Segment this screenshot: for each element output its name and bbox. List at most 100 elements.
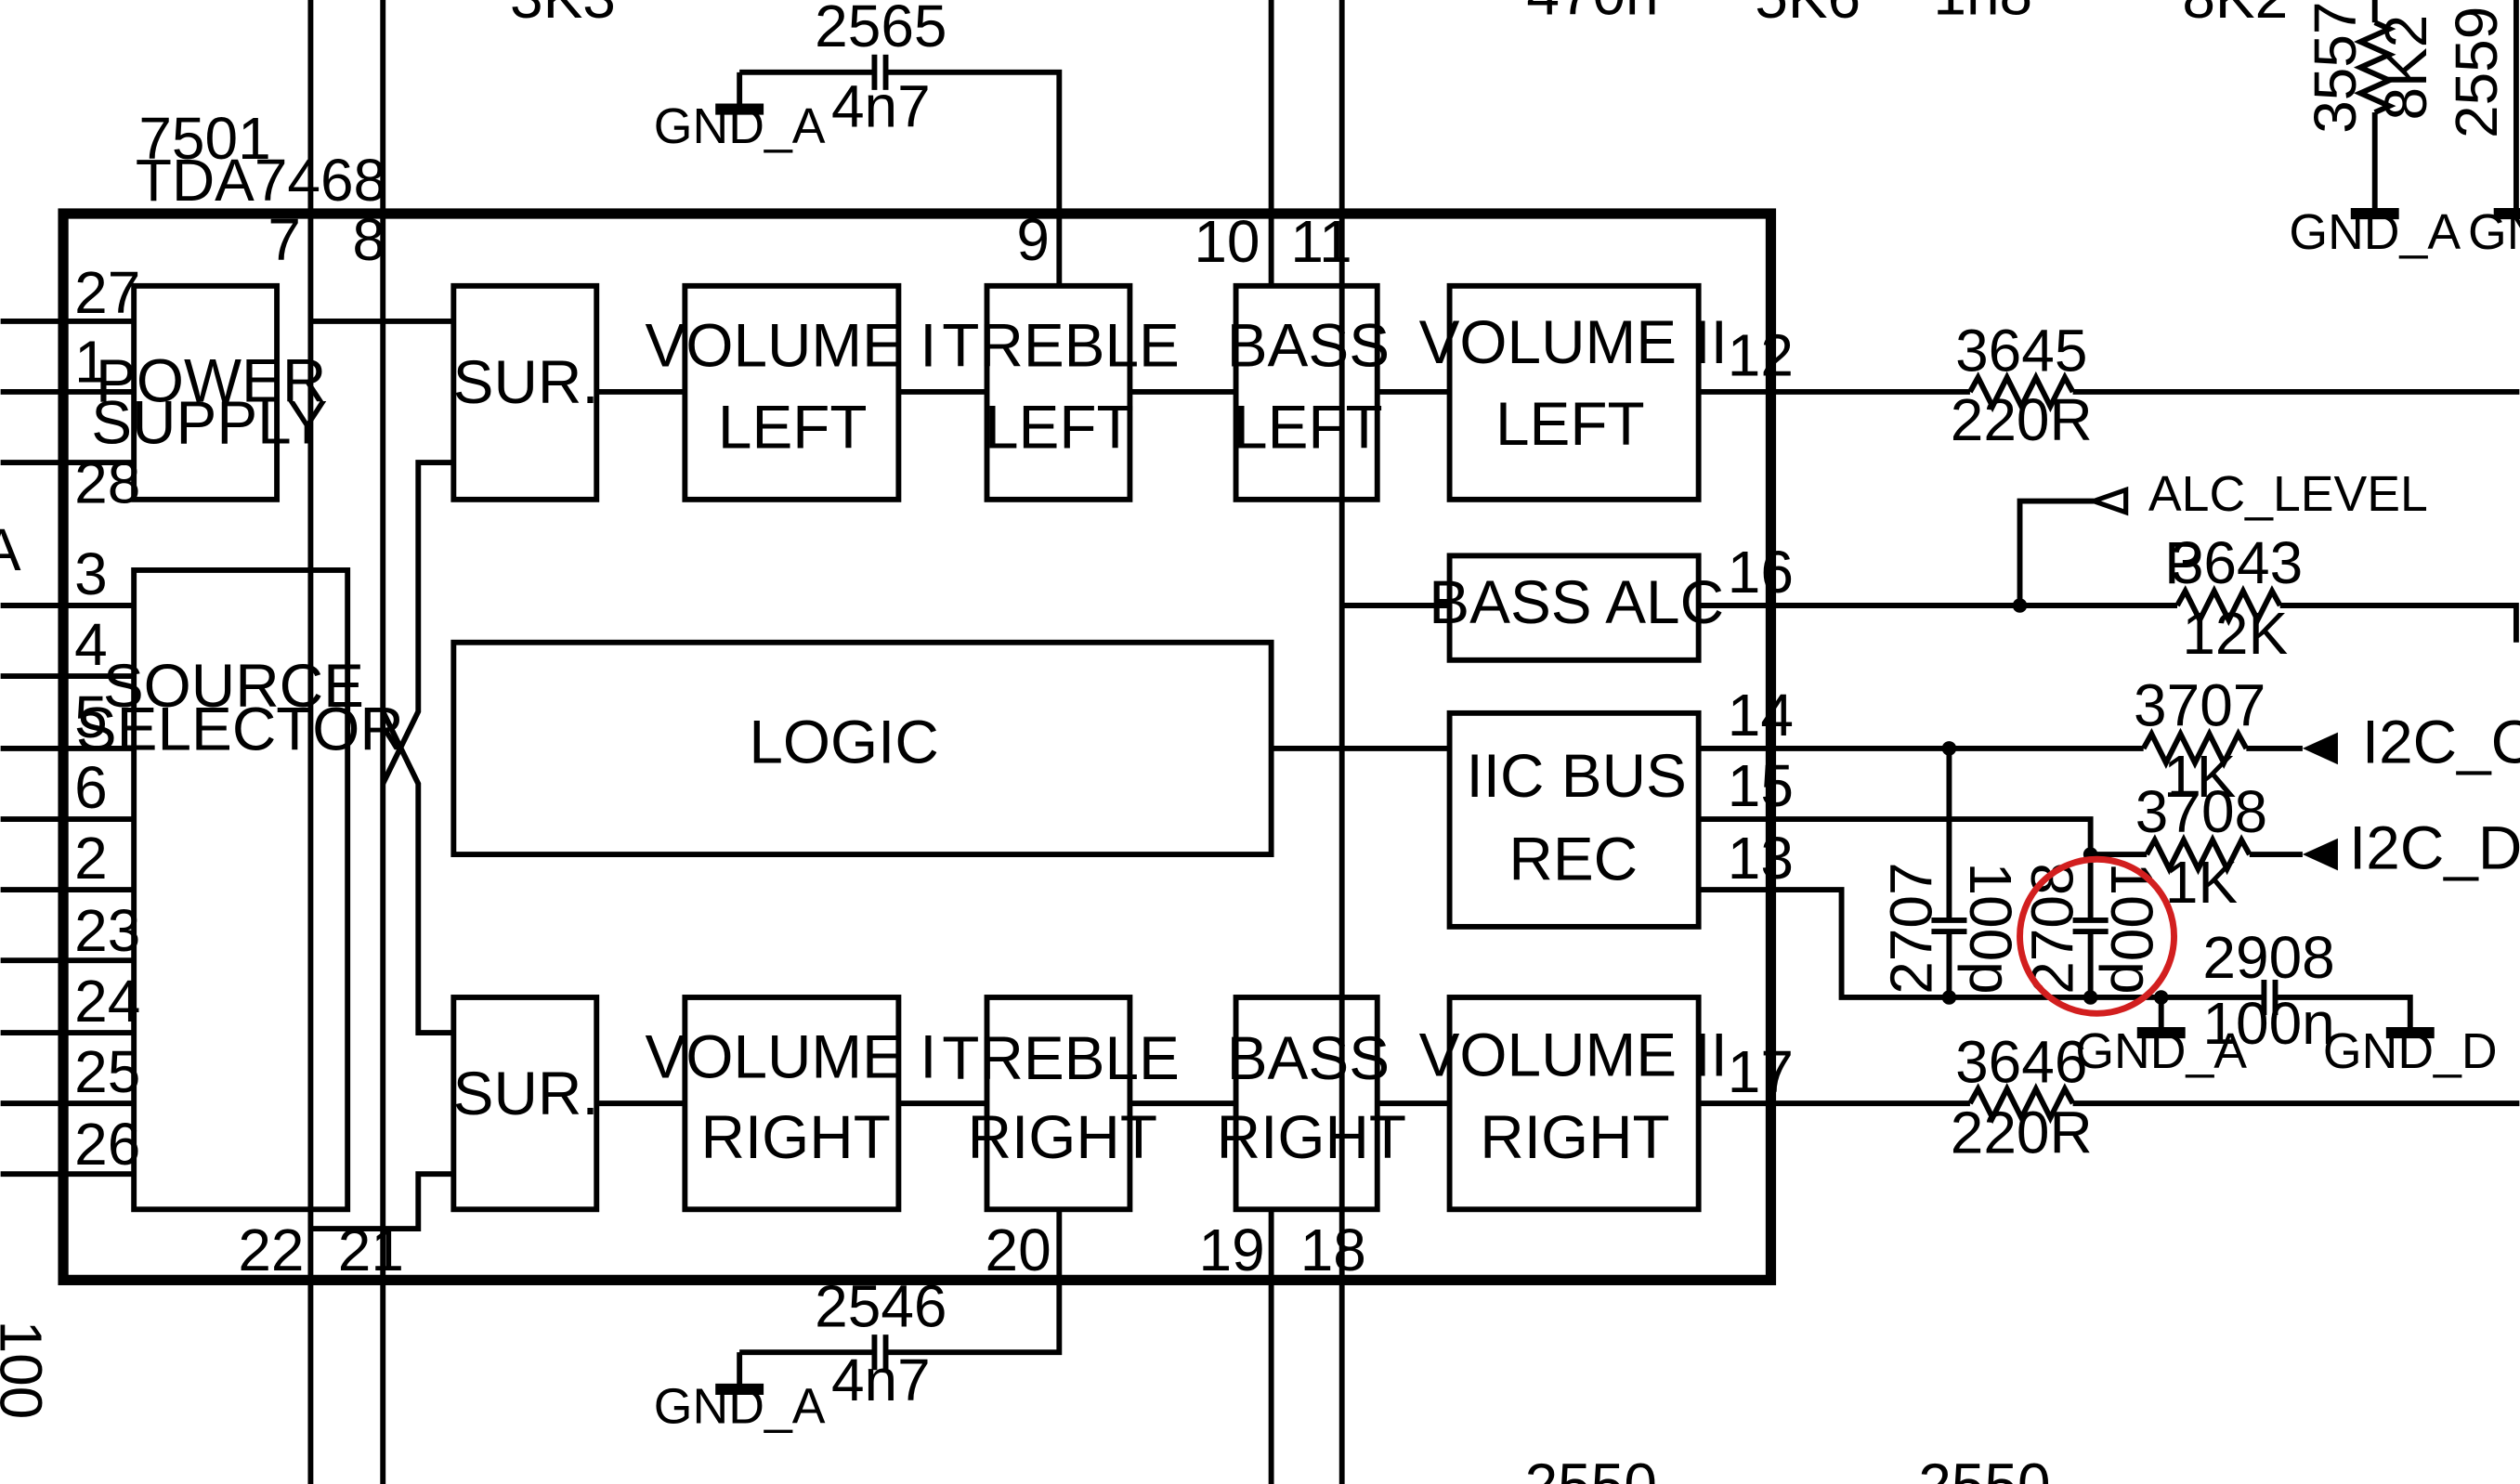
pin-12: 12: [1728, 322, 1794, 389]
pin-16: 16: [1728, 539, 1794, 605]
pin-8: 8: [352, 206, 385, 273]
capacitor-2707: 2707 100p: [1877, 748, 2024, 997]
c2565-ref: 2565: [815, 0, 947, 59]
r3643-prefix: P: [2164, 529, 2204, 596]
block-logic: LOGIC: [450, 639, 1274, 858]
volume2-left-label-1: VOLUME II: [1419, 308, 1728, 376]
r3708-ref: 3708: [2135, 778, 2267, 845]
bass-right-label-2: RIGHT: [1217, 1103, 1406, 1171]
pin-17: 17: [1728, 1038, 1794, 1105]
capacitor-2908: 2908 100n GND_D: [2202, 924, 2497, 1079]
block-volume1-right: VOLUME I RIGHT: [646, 995, 937, 1213]
pin-13: 13: [1728, 825, 1794, 892]
capacitor-2565: 2565 4n7 GND_A: [654, 0, 1063, 215]
pin-10: 10: [1194, 208, 1260, 275]
block-treble-right: TREBLE RIGHT: [942, 995, 1180, 1213]
r3557-value: 8K2: [2372, 15, 2439, 121]
c2908-value: 100n: [2202, 990, 2334, 1057]
c2546-ref: 2546: [815, 1273, 947, 1340]
r3643-value: 12K: [2182, 600, 2288, 667]
c2565-gnd: GND_A: [654, 98, 826, 154]
c2546-gnd: GND_A: [654, 1378, 826, 1434]
clipped-label-100: 100: [0, 1321, 55, 1420]
i2c-clk-label: I2C_Clk: [2362, 708, 2520, 775]
block-bass-alc: BASS ALC: [1429, 553, 1724, 663]
c2559-ref: 2559: [2443, 7, 2510, 138]
left-pin-numbers: 27 1 28 3 4 5 6 2 23 24 25 26: [74, 259, 140, 1178]
block-iic-bus: IIC BUS REC: [1446, 709, 1702, 930]
pin-18: 18: [1300, 1217, 1366, 1283]
volume1-left-label-2: LEFT: [718, 394, 868, 462]
c2908-ref: 2908: [2202, 924, 2334, 991]
through-wires: [307, 0, 1345, 1484]
clipped-label-2550-a: 2550: [1525, 1451, 1657, 1484]
internal-wiring: [310, 214, 1450, 1281]
bass-left-label-1: BASS: [1227, 311, 1390, 379]
iic-bus-label-2: REC: [1508, 826, 1638, 893]
clipped-label-3k3: 3K3: [510, 0, 616, 31]
sur-top-label: SUR.: [453, 348, 599, 416]
capacitor-2546: 2546 4n7 GND_A: [654, 1273, 1063, 1434]
block-volume2-right: VOLUME II RIGHT: [1419, 995, 1728, 1213]
resistor-3707: 3707 1K: [1698, 672, 2303, 810]
bass-alc-label: BASS ALC: [1429, 568, 1724, 636]
bass-left-label-2: LEFT: [1234, 394, 1383, 462]
block-volume2-left: VOLUME II LEFT: [1419, 282, 1728, 502]
pin-19: 19: [1199, 1217, 1265, 1283]
r3557-gnd: GND_A: [2289, 204, 2461, 260]
r3645-ref: 3645: [1955, 318, 2087, 384]
chip-ref: 7501: [138, 105, 270, 172]
gnd-d-label: GND_D: [2323, 1023, 2498, 1079]
resistor-3645: 3645 220R: [1698, 318, 2520, 453]
clipped-label-2550-b: 2550: [1918, 1451, 2050, 1484]
block-volume1-left: VOLUME I LEFT: [646, 282, 936, 502]
c2546-value: 4n7: [831, 1347, 931, 1413]
volume2-left-label-2: LEFT: [1495, 390, 1645, 458]
resistor-3708: 3708 1K: [1698, 778, 2303, 916]
block-power-supply: POWER SUPPLY: [91, 282, 328, 502]
pin-1: 1: [74, 329, 108, 396]
clipped-label-470n: 470n: [1526, 0, 1658, 28]
clipped-label-5k6: 5K6: [1755, 0, 1861, 31]
volume2-right-label-1: VOLUME II: [1419, 1022, 1728, 1089]
pin-3: 3: [74, 540, 108, 607]
block-sur-bottom: SUR.: [450, 995, 600, 1213]
pin-14: 14: [1728, 682, 1794, 749]
pin-24: 24: [74, 968, 140, 1035]
r3557-ref: 3557: [2302, 1, 2369, 133]
pin-27: 27: [74, 259, 140, 326]
c2707-value: 100p: [1957, 862, 2024, 994]
pin-22: 22: [238, 1217, 304, 1283]
alc-level-port: ALC_LEVEL: [2017, 466, 2428, 605]
pin-26: 26: [74, 1111, 140, 1178]
r3646-ref: 3646: [1955, 1029, 2087, 1096]
volume1-right-label-2: RIGHT: [700, 1103, 890, 1171]
treble-right-label-1: TREBLE: [942, 1024, 1180, 1092]
i2c-data-label: I2C_Data: [2349, 814, 2520, 882]
logic-label: LOGIC: [749, 708, 938, 775]
pin-25: 25: [74, 1038, 140, 1105]
clipped-label-1n8: 1n8: [1933, 0, 2032, 28]
block-sur-top: SUR.: [450, 282, 600, 502]
volume1-right-label-1: VOLUME I: [646, 1022, 937, 1090]
resistor-3557: 3557 8K2 GND_A: [2289, 0, 2461, 260]
iic-bus-label-1: IIC BUS: [1467, 742, 1687, 810]
clipped-edge-labels: 3K3 470n 5K6 1n8 8K2 2550 2550 A 100: [0, 0, 2288, 1484]
pin-20: 20: [986, 1217, 1051, 1283]
bass-right-label-1: BASS: [1227, 1024, 1390, 1092]
pin-5: 5: [74, 683, 108, 750]
volume2-right-label-2: RIGHT: [1480, 1103, 1669, 1171]
pin-28: 28: [74, 449, 140, 515]
block-bass-left: BASS LEFT: [1227, 282, 1390, 502]
pin-15: 15: [1728, 752, 1794, 819]
block-source-selector: SOURCE SELECTOR: [76, 567, 404, 1213]
pin-11: 11: [1290, 208, 1351, 275]
gnd-a-label: GND_A: [2075, 1023, 2247, 1079]
resistor-3646: 3646 220R: [1698, 1029, 2520, 1166]
c2559-gnd: GND: [2468, 204, 2520, 260]
resistor-3643: P 3643 12K: [1698, 529, 2519, 667]
left-pin-stubs: [0, 318, 135, 1178]
i2c-clk-port: I2C_Clk: [2302, 708, 2520, 775]
power-supply-label-1: POWER: [96, 346, 326, 414]
c2565-value: 4n7: [831, 73, 931, 140]
